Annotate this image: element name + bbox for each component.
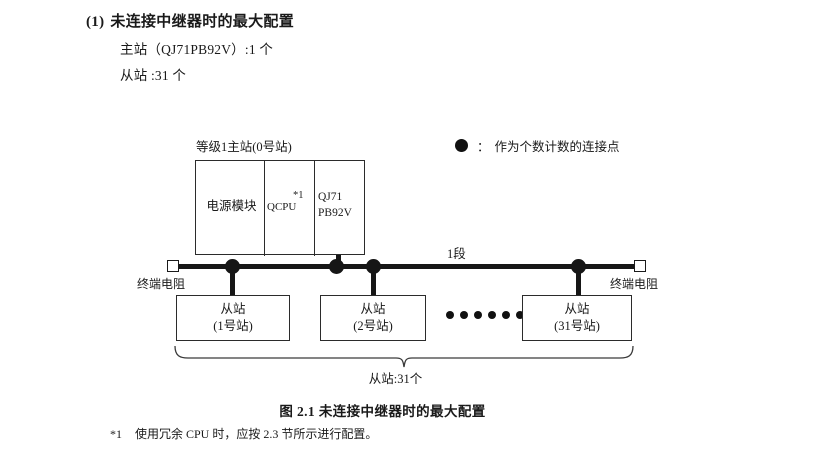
connection-point-dot (329, 259, 344, 274)
ellipsis-dot (474, 311, 482, 319)
slave-count-text: 从站:31个 (368, 372, 423, 386)
filled-circle-icon (455, 139, 468, 152)
slave-station-box: 从站 (2号站) (320, 295, 426, 341)
slave-drop-line (576, 266, 581, 296)
terminating-resistor-right-icon (634, 260, 646, 272)
segment-label: 1段 (447, 247, 466, 261)
legend: ： 作为个数计数的连接点 (455, 136, 620, 155)
brace-shape-icon (174, 345, 634, 368)
slave-station-number: (31号站) (554, 319, 600, 333)
network-module-line2: PB92V (318, 206, 352, 219)
slave-station-box: 从站 (1号站) (176, 295, 290, 341)
ellipsis-dots (446, 311, 524, 319)
ellipsis-dot (502, 311, 510, 319)
slave-title: 从站 (564, 302, 590, 317)
cpu-module-label: QCPU (267, 201, 297, 213)
footnote: *1 使用冗余 CPU 时，应按 2.3 节所示进行配置。 (110, 425, 377, 442)
rack-divider-1 (264, 161, 265, 256)
footnote-text: 使用冗余 CPU 时，应按 2.3 节所示进行配置。 (135, 427, 378, 441)
footnote-marker: *1 (110, 427, 122, 441)
slave-station-box: 从站 (31号站) (522, 295, 632, 341)
terminating-resistor-right-label: 终端电阻 (610, 277, 659, 291)
figure-caption: 图 2.1 未连接中继器时的最大配置 (279, 404, 486, 419)
ellipsis-dot (460, 311, 468, 319)
section-title: 未连接中继器时的最大配置 (110, 14, 294, 30)
slave-count-brace (174, 345, 634, 368)
ellipsis-dot (516, 311, 524, 319)
slave-count-caption: 从站:31个 (0, 368, 821, 387)
cpu-footnote-marker: *1 (293, 190, 304, 201)
slave-station-number: (2号站) (353, 319, 393, 333)
legend-separator: ： (477, 140, 490, 154)
network-module-line1: QJ71 (318, 191, 343, 203)
terminating-resistor-left-icon (167, 260, 179, 272)
spec-line-slave: 从站 :31 个 (120, 68, 187, 83)
power-module-label: 电源模块 (206, 199, 257, 213)
master-station-label: 等级1主站(0号站) (196, 140, 292, 154)
slave-title: 从站 (360, 302, 386, 317)
section-heading: (1) 未连接中继器时的最大配置 (86, 10, 294, 31)
terminating-resistor-left-label: 终端电阻 (137, 277, 186, 291)
slave-drop-line (230, 266, 235, 296)
slave-title: 从站 (220, 302, 246, 317)
master-rack: 电源模块 QCPU *1 QJ71 PB92V (195, 160, 365, 256)
legend-label: 作为个数计数的连接点 (494, 140, 620, 154)
slave-drop-line (371, 266, 376, 296)
network-module-label: QJ71 PB92V (318, 190, 352, 221)
ellipsis-dot (446, 311, 454, 319)
ellipsis-dot (488, 311, 496, 319)
rack-divider-2 (314, 161, 315, 256)
slave-station-number: (1号站) (213, 319, 253, 333)
spec-line-master: 主站（QJ71PB92V）:1 个 (120, 42, 274, 57)
section-number: (1) (86, 14, 105, 30)
trunk-bus-line (176, 264, 638, 269)
